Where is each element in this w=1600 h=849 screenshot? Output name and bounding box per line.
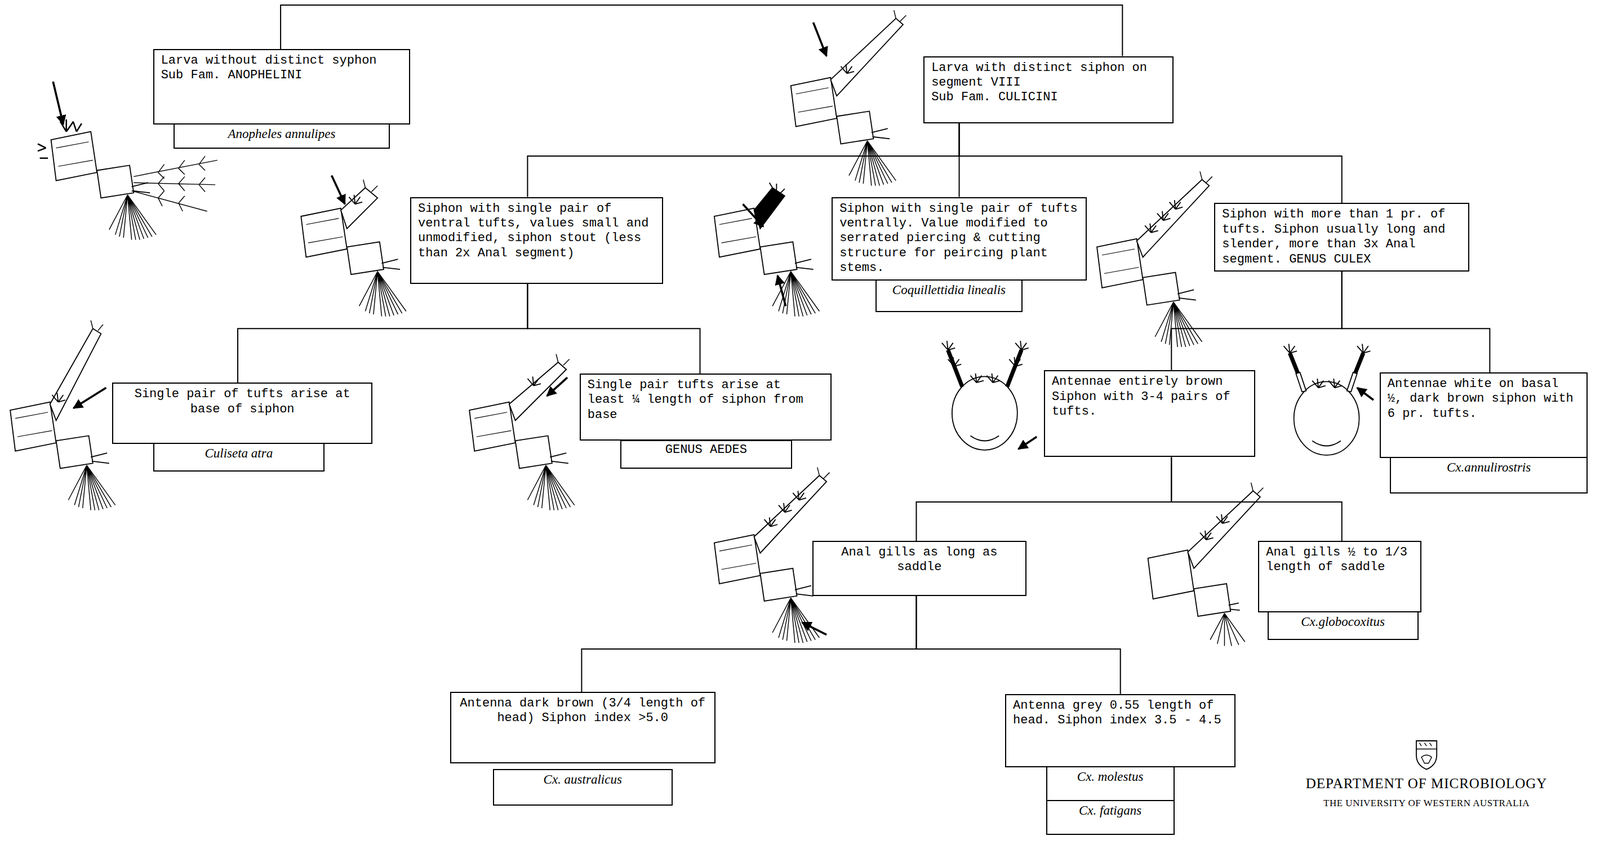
node-text: Anopheles annulipes <box>179 126 385 142</box>
node-text: Anal gills ½ to 1/3 length of saddle <box>1265 545 1414 576</box>
key-box: Antennae entirely brown Siphon with 3-4 … <box>1043 370 1256 457</box>
key-connector <box>527 283 700 374</box>
taxon-box: Anopheles annulipes <box>173 123 390 149</box>
node-text: Antenna grey 0.55 length of head. Siphon… <box>1012 698 1228 729</box>
taxon-box: Cx.globocoxitus <box>1267 611 1419 640</box>
taxon-box: Coquillettidia linealis <box>875 279 1023 313</box>
key-box: Single pair of tufts arise at base of si… <box>112 382 373 444</box>
culicine-larva-sketch <box>790 10 907 186</box>
larval-head-sketch <box>1283 343 1371 455</box>
taxon-box: Cx. molestus <box>1046 766 1175 802</box>
taxon-box: Culiseta atra <box>153 442 325 472</box>
pointer-arrow <box>777 275 786 306</box>
node-text: Single pair tufts arise at least ¼ lengt… <box>587 378 824 423</box>
pointer-arrow <box>802 622 827 635</box>
stout-siphon-sketch <box>300 179 407 317</box>
taxon-box: Cx. fatigans <box>1046 800 1175 835</box>
key-box: Anal gills ½ to 1/3 length of saddle <box>1258 540 1422 613</box>
node-text: Anal gills as long as saddle <box>820 545 1019 576</box>
aedes-larva-sketch <box>469 354 575 511</box>
node-text: Sub Fam. CULICINI <box>931 90 1166 105</box>
genus-box: GENUS AEDES <box>620 440 792 469</box>
pointer-arrow <box>52 81 64 125</box>
node-text: Siphon with single pair of ventral tufts… <box>418 201 656 262</box>
taxon-box: Cx. australicus <box>492 769 673 806</box>
key-box: Siphon with single pair of ventral tufts… <box>410 197 664 284</box>
pointer-arrow <box>743 203 764 227</box>
institution-label: THE UNIVERSITY OF WESTERN AUSTRALIA <box>1275 797 1578 810</box>
pointer-arrow <box>547 377 568 397</box>
key-connector <box>916 596 1120 695</box>
short-gills-sketch <box>1148 482 1264 647</box>
pointer-arrow <box>331 175 346 205</box>
larval-head-sketch <box>941 340 1029 451</box>
key-connector <box>916 456 1172 541</box>
key-box: Antenna grey 0.55 length of head. Siphon… <box>1005 694 1236 768</box>
pointer-arrow <box>813 22 828 57</box>
key-box: Anal gills as long as saddle <box>812 540 1027 597</box>
node-text: Cx. molestus <box>1051 769 1170 785</box>
taxon-box: Cx.annulirostris <box>1389 456 1588 494</box>
key-connector <box>237 283 528 384</box>
pointer-arrow <box>73 387 106 408</box>
key-connector <box>1171 456 1342 541</box>
node-text: Sub Fam. ANOPHELINI <box>161 68 403 83</box>
culex-larva-sketch <box>1096 171 1213 348</box>
culiseta-larva-sketch <box>10 320 116 511</box>
node-text: Larva without distinct syphon <box>161 53 403 69</box>
key-box: Single pair tufts arise at least ¼ lengt… <box>579 373 832 442</box>
pointer-arrow <box>1018 436 1038 450</box>
key-box: Larva with distinct siphon on segment VI… <box>923 56 1174 124</box>
key-box: Siphon with single pair of tufts ventral… <box>831 197 1087 281</box>
key-connector <box>581 596 917 692</box>
node-text: Antenna dark brown (3/4 length of head) … <box>458 696 708 727</box>
node-text: Single pair of tufts arise at base of si… <box>120 387 365 417</box>
key-box: Antennae white on basal ½, dark brown si… <box>1379 372 1588 459</box>
key-box: Antenna dark brown (3/4 length of head) … <box>450 691 716 764</box>
key-connector <box>1341 271 1491 373</box>
node-text: Siphon with single pair of tufts ventral… <box>839 201 1079 277</box>
key-box: Siphon with more than 1 pr. of tufts. Si… <box>1214 202 1470 272</box>
node-text: Antennae white on basal ½, dark brown si… <box>1387 376 1580 422</box>
key-box: Larva without distinct syphonSub Fam. AN… <box>153 49 411 125</box>
key-connector <box>527 123 959 197</box>
pointer-arrow <box>1357 387 1374 400</box>
node-text: Cx.annulirostris <box>1395 459 1582 476</box>
node-text: Culiseta atra <box>158 445 319 462</box>
node-text: Antennae entirely brown Siphon with 3-4 … <box>1051 374 1248 420</box>
institution-label: DEPARTMENT OF MICROBIOLOGY <box>1275 775 1578 792</box>
node-text: GENUS AEDES <box>625 442 786 458</box>
node-text: Siphon with more than 1 pr. of tufts. Si… <box>1221 207 1462 268</box>
key-connector <box>959 123 1342 203</box>
piercing-siphon-sketch <box>714 182 820 317</box>
node-text: Cx. australicus <box>498 771 668 788</box>
node-text: Coquillettidia linealis <box>881 282 1017 299</box>
node-text: Cx.globocoxitus <box>1273 614 1413 630</box>
node-text: Larva with distinct siphon on segment VI… <box>931 60 1166 91</box>
key-connector <box>1171 271 1342 371</box>
university-crest <box>1416 740 1437 770</box>
node-text: Cx. fatigans <box>1051 802 1170 819</box>
